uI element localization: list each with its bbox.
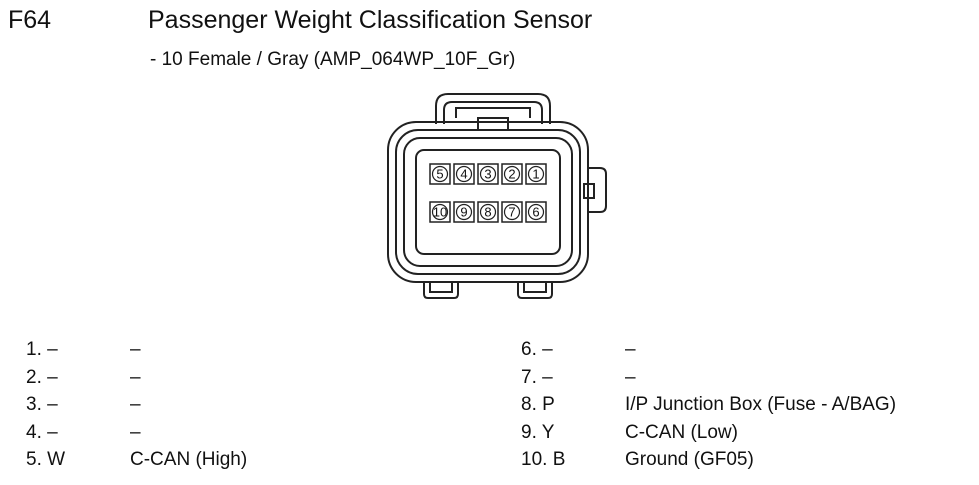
connector-pin-number: 1 <box>532 167 539 182</box>
pin-row: 4. – – <box>26 419 247 447</box>
connector-pin-number: 3 <box>484 167 491 182</box>
pin-id: 8. P <box>521 394 555 415</box>
pin-row: 2. – – <box>26 364 247 392</box>
pin-id: 6. – <box>521 339 553 360</box>
pin-id: 2. – <box>26 366 58 388</box>
connector-code: F64 <box>8 6 52 34</box>
pin-label: – <box>625 366 636 388</box>
connector-pin: 4 <box>453 163 475 185</box>
pin-label: Ground (GF05) <box>625 449 754 470</box>
housing-face <box>415 149 561 255</box>
pin-id: 5. W <box>26 449 66 470</box>
pin-row: 1. – – <box>26 336 247 364</box>
connector-pin: 6 <box>525 201 547 223</box>
foot-left <box>423 282 459 299</box>
pin-label: – <box>130 421 141 443</box>
side-clip <box>588 167 607 213</box>
pin-row: 5. W C-CAN (High) <box>26 446 247 474</box>
connector-pin: 7 <box>501 201 523 223</box>
pin-label: – <box>130 366 141 388</box>
pin-row: 9. Y C-CAN (Low) <box>521 419 896 447</box>
connector-pin: 8 <box>477 201 499 223</box>
pin-label: – <box>625 339 636 360</box>
pin-list-right: 6. – – 7. – – 8. P I/P Junction Box (Fuse - A… <box>521 336 896 474</box>
pin-label: – <box>130 394 141 415</box>
connector-pin-number: 10 <box>433 205 447 220</box>
latch-tab <box>477 117 509 131</box>
connector-pin: 10 <box>429 201 451 223</box>
pin-label: C-CAN (Low) <box>625 421 738 443</box>
latch-outline <box>435 93 551 124</box>
connector-pin: 1 <box>525 163 547 185</box>
pin-row: 7. – – <box>521 364 896 392</box>
pin-label: I/P Junction Box (Fuse - A/BAG) <box>625 394 897 415</box>
connector-pin: 5 <box>429 163 451 185</box>
connector-pin-number: 8 <box>484 205 491 220</box>
connector-pin-number: 9 <box>460 205 467 220</box>
connector-pin-number: 5 <box>436 167 443 182</box>
pin-id: 3. – <box>26 394 58 415</box>
pin-id: 4. – <box>26 421 58 443</box>
connector-pin: 3 <box>477 163 499 185</box>
foot-right <box>517 282 553 299</box>
pin-row: 3. – – <box>26 391 247 419</box>
connector-pin-number: 4 <box>460 167 467 182</box>
pin-id: 9. Y <box>521 421 555 443</box>
pin-row: 10. B Ground (GF05) <box>521 446 896 474</box>
connector-pin: 2 <box>501 163 523 185</box>
connector-pin-number: 2 <box>508 167 515 182</box>
page-title: Passenger Weight Classification Sensor <box>148 6 593 34</box>
pin-list-left: 1. – – 2. – – 3. – – 4. – – 5. W C-CAN (High) <box>26 336 247 474</box>
connector-pin: 9 <box>453 201 475 223</box>
pin-label: C-CAN (High) <box>130 449 248 470</box>
connector-pin-number: 7 <box>508 205 515 220</box>
pin-id: 7. – <box>521 366 553 388</box>
pin-id: 1. – <box>26 339 58 360</box>
connector-pin-number: 6 <box>532 205 539 220</box>
connector-diagram: 5 4 3 2 1 10 9 8 7 6 <box>387 93 607 299</box>
pin-id: 10. B <box>521 449 566 470</box>
pin-row: 8. P I/P Junction Box (Fuse - A/BAG) <box>521 391 896 419</box>
pin-row: 6. – – <box>521 336 896 364</box>
pin-label: – <box>130 339 141 360</box>
connector-subtitle: - 10 Female / Gray (AMP_064WP_10F_Gr) <box>150 49 516 70</box>
